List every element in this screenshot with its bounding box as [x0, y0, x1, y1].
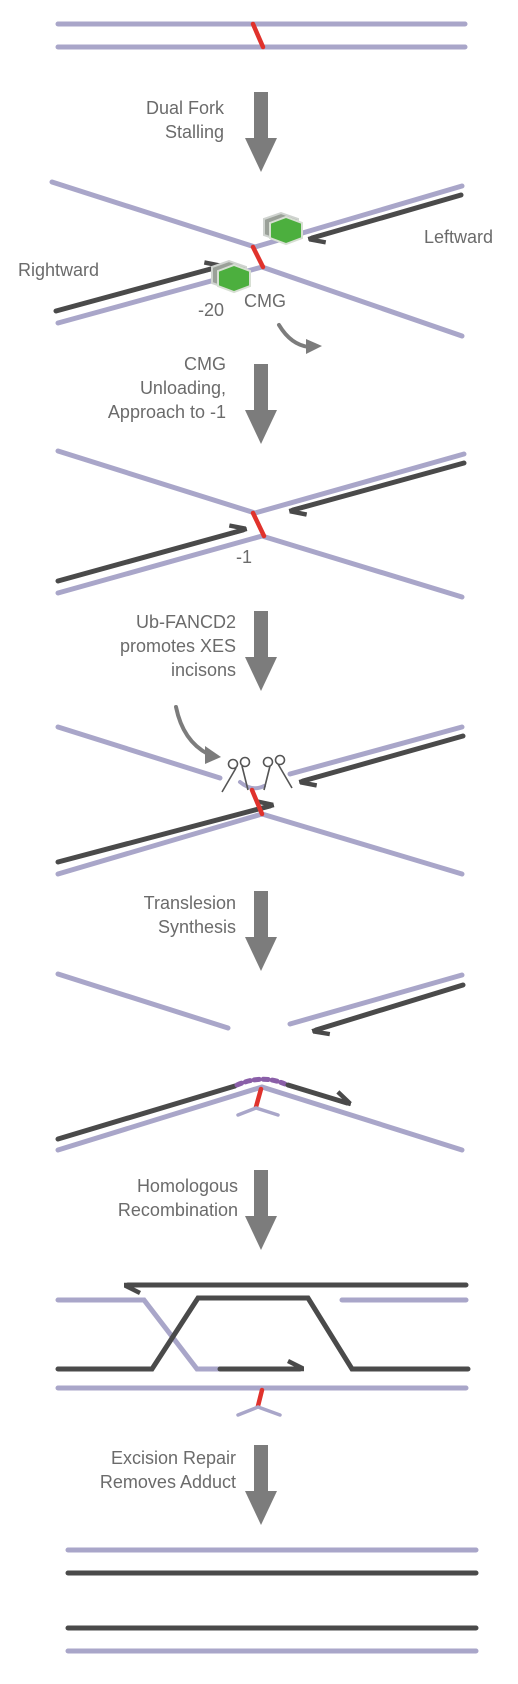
stage-3-approach — [55, 448, 467, 600]
nascent-strand-rightward — [55, 1083, 238, 1142]
nascent-strand-leftward — [303, 733, 466, 781]
stage-6-hr — [55, 1282, 471, 1417]
nascent-strand-leftward — [293, 460, 467, 510]
nascent-strand-leftward — [312, 192, 464, 238]
step-arrow-1 — [245, 92, 277, 172]
adduct-remnant — [236, 1106, 280, 1117]
stage-7-repaired — [65, 1547, 479, 1654]
scissors-icon — [221, 754, 293, 793]
minus20-label: -20 — [198, 300, 224, 320]
step-label-2a: CMG — [184, 354, 226, 374]
nascent-strand-rightward — [55, 530, 243, 584]
stage-4-incisions — [55, 705, 466, 877]
step-arrow-4 — [245, 891, 277, 971]
stage-1-duplex — [55, 21, 468, 50]
crosslink — [255, 1387, 265, 1409]
step-label-6a: Excision Repair — [111, 1448, 236, 1468]
step-label-3c: incisons — [171, 660, 236, 680]
crosslink — [250, 510, 267, 539]
step-label-2c: Approach to -1 — [108, 402, 226, 422]
cmg-unloading-arrow-icon — [277, 323, 322, 354]
minus1-label: -1 — [236, 547, 252, 567]
crosslink — [250, 21, 266, 50]
crosslink — [249, 787, 265, 817]
step-arrow-2 — [245, 364, 277, 444]
nascent-strand-rightward — [55, 806, 270, 865]
rightward-label: Rightward — [18, 260, 99, 280]
nascent-strand-rightward — [53, 267, 218, 314]
step-label-1a: Dual Fork — [146, 98, 225, 118]
step-label-2b: Unloading, — [140, 378, 226, 398]
cmg-helicase-right-icon — [263, 211, 303, 246]
tls-synthesis-patch — [234, 1076, 288, 1088]
fancd2-recruitment-arrow-icon — [174, 705, 221, 764]
step-label-3a: Ub-FANCD2 — [136, 612, 236, 632]
step-label-4b: Synthesis — [158, 917, 236, 937]
step-arrow-3 — [245, 611, 277, 691]
leftward-label: Leftward — [424, 227, 493, 247]
step-label-5b: Recombination — [118, 1200, 238, 1220]
adduct-remnant — [236, 1405, 282, 1417]
cmg-label: CMG — [244, 291, 286, 311]
step-label-4a: Translesion — [144, 893, 236, 913]
step-label-1b: Stalling — [165, 122, 224, 142]
cmg-helicase-left-icon — [211, 259, 251, 294]
crosslink — [250, 244, 266, 270]
crosslink — [253, 1086, 264, 1110]
step-label-6b: Removes Adduct — [100, 1472, 236, 1492]
step-arrow-5 — [245, 1170, 277, 1250]
step-label-3b: promotes XES — [120, 636, 236, 656]
stage-2-stalled-forks — [49, 179, 465, 339]
step-arrow-6 — [245, 1445, 277, 1525]
nascent-strand-leftward — [316, 982, 466, 1030]
step-label-5a: Homologous — [137, 1176, 238, 1196]
stage-5-tls — [55, 971, 466, 1153]
